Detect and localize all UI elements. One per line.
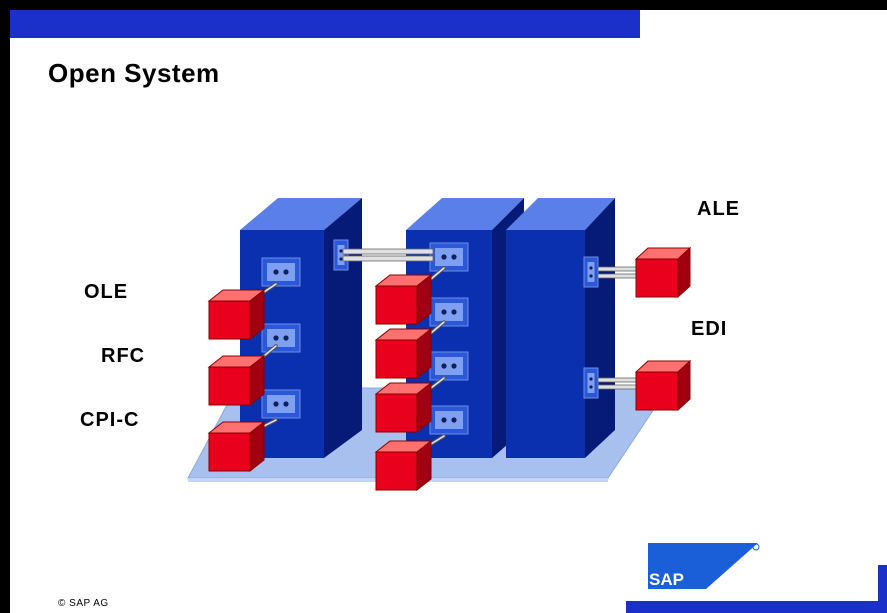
label-cpic: CPI-C bbox=[80, 409, 140, 431]
connector-middle-3 bbox=[375, 382, 432, 433]
module-left bbox=[240, 198, 362, 458]
slide-title: Open System bbox=[48, 58, 220, 88]
connector-ole bbox=[208, 289, 265, 340]
bottom-accent-band bbox=[626, 601, 887, 613]
connector-cpic bbox=[208, 421, 265, 472]
sap-logo-text: SAP bbox=[649, 570, 684, 589]
inter-module-link bbox=[342, 248, 434, 262]
connector-ale bbox=[635, 247, 691, 298]
module-right bbox=[506, 198, 615, 458]
top-accent-band bbox=[10, 10, 640, 38]
label-rfc: RFC bbox=[101, 345, 146, 367]
connector-middle-2 bbox=[375, 328, 432, 379]
bottom-right-accent bbox=[878, 565, 887, 613]
connector-edi bbox=[635, 360, 691, 411]
top-frame-line bbox=[0, 0, 887, 10]
label-ole: OLE bbox=[84, 281, 129, 303]
connector-middle-1 bbox=[375, 274, 432, 325]
label-ale: ALE bbox=[697, 198, 740, 220]
label-edi: EDI bbox=[691, 318, 728, 340]
copyright-notice: © SAP AG bbox=[58, 598, 109, 609]
connector-middle-4 bbox=[375, 440, 432, 491]
left-frame-line bbox=[0, 0, 10, 613]
sap-logo: SAP bbox=[648, 543, 760, 589]
connector-rfc bbox=[208, 355, 265, 406]
